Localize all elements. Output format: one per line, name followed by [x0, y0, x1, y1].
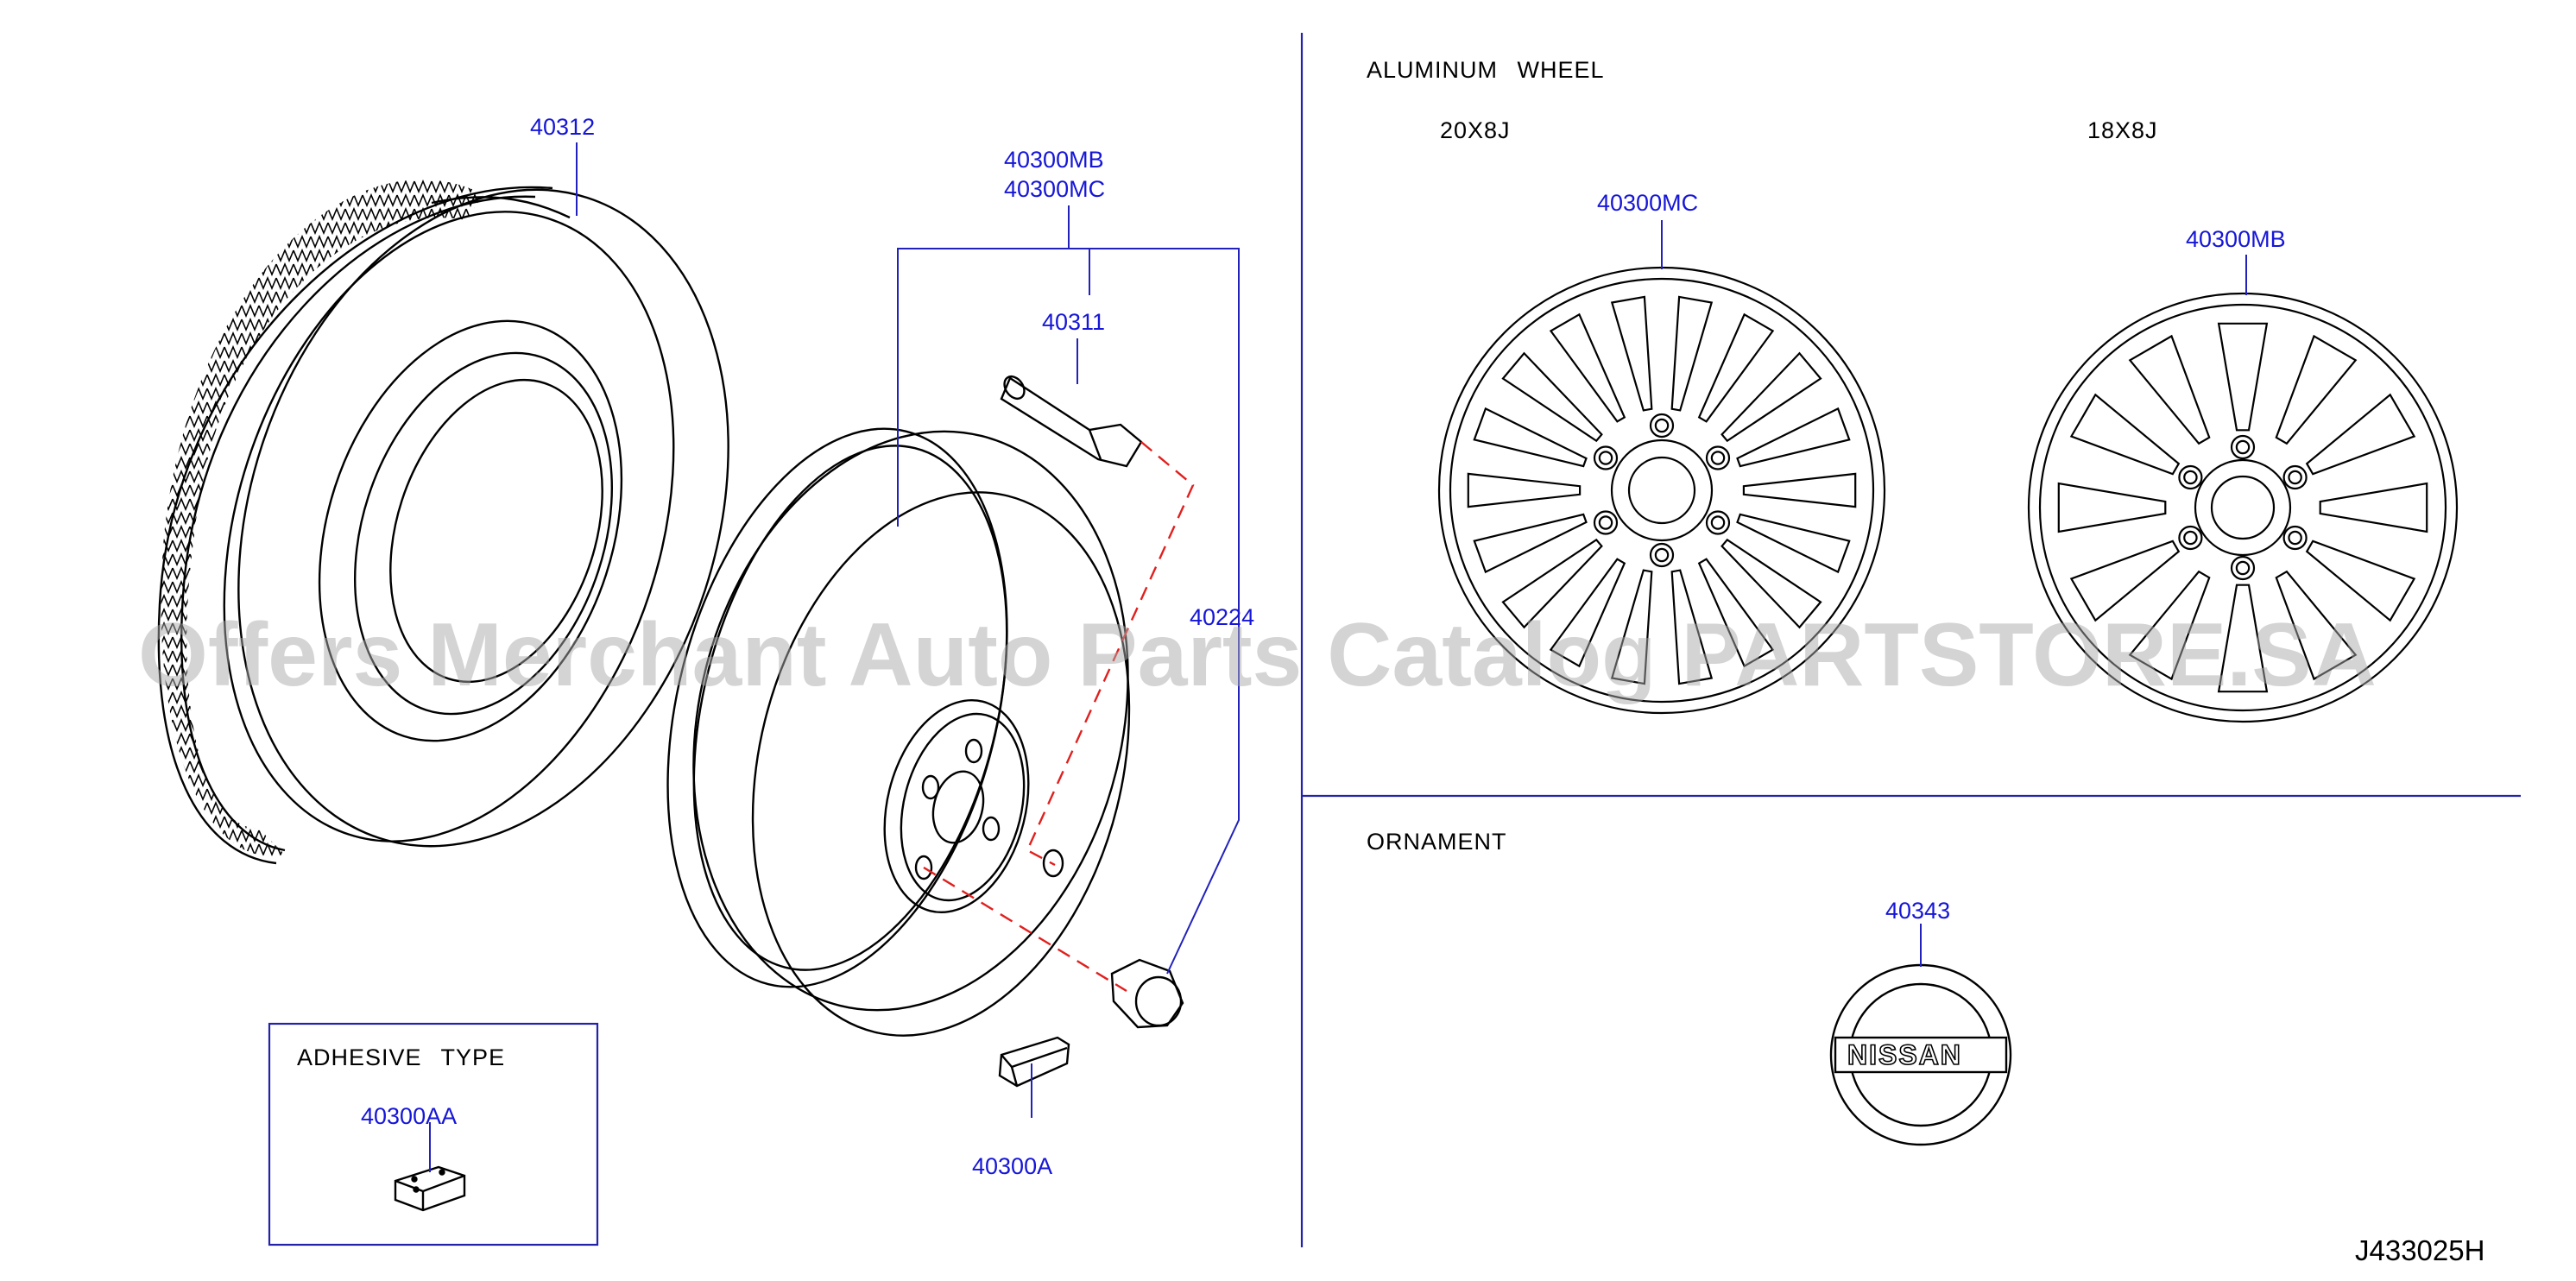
balance-weight-drawing — [998, 1036, 1070, 1088]
section-ornament: ORNAMENT — [1367, 829, 1507, 855]
assembly-dashed-lines — [923, 441, 1195, 993]
panel-dividers — [268, 33, 2521, 1247]
lug-nut-drawing — [1110, 958, 1184, 1029]
callout-leaders — [429, 142, 2247, 1172]
part-label-wheel-18[interactable]: 40300MB — [2186, 226, 2286, 252]
part-label-ornament[interactable]: 40343 — [1885, 898, 1951, 924]
part-label-wheel-mc[interactable]: 40300MC — [1004, 176, 1106, 202]
part-label-tire[interactable]: 40312 — [530, 114, 596, 140]
wheel-drawing — [666, 427, 1131, 1037]
tire-drawing — [157, 179, 729, 865]
section-aluminum-wheel: ALUMINUM WHEEL — [1367, 57, 1605, 83]
part-label-valve[interactable]: 40311 — [1042, 309, 1106, 335]
part-label-wheel-20[interactable]: 40300MC — [1597, 190, 1699, 216]
part-label-nut[interactable]: 40224 — [1190, 604, 1255, 630]
watermark: Offers Merchant Auto Parts Catalog PARTS… — [138, 605, 2377, 705]
section-adhesive-type: ADHESIVE TYPE — [297, 1044, 506, 1070]
part-label-wheel-mb[interactable]: 40300MB — [1004, 147, 1104, 173]
adhesive-weight-drawing — [394, 1165, 466, 1212]
size-20x8j: 20X8J — [1440, 117, 1511, 143]
aluminum-wheel-18-drawing — [2027, 292, 2459, 723]
part-label-adhesive-weight[interactable]: 40300AA — [361, 1103, 458, 1129]
diagram-id: J433025H — [2355, 1234, 2485, 1266]
ornament-logo-text: NISSAN — [1847, 1039, 1962, 1070]
valve-stem-drawing — [1000, 375, 1143, 468]
ornament-drawing — [1829, 963, 2012, 1146]
part-label-balance-weight[interactable]: 40300A — [972, 1153, 1053, 1179]
size-18x8j: 18X8J — [2087, 117, 2158, 143]
